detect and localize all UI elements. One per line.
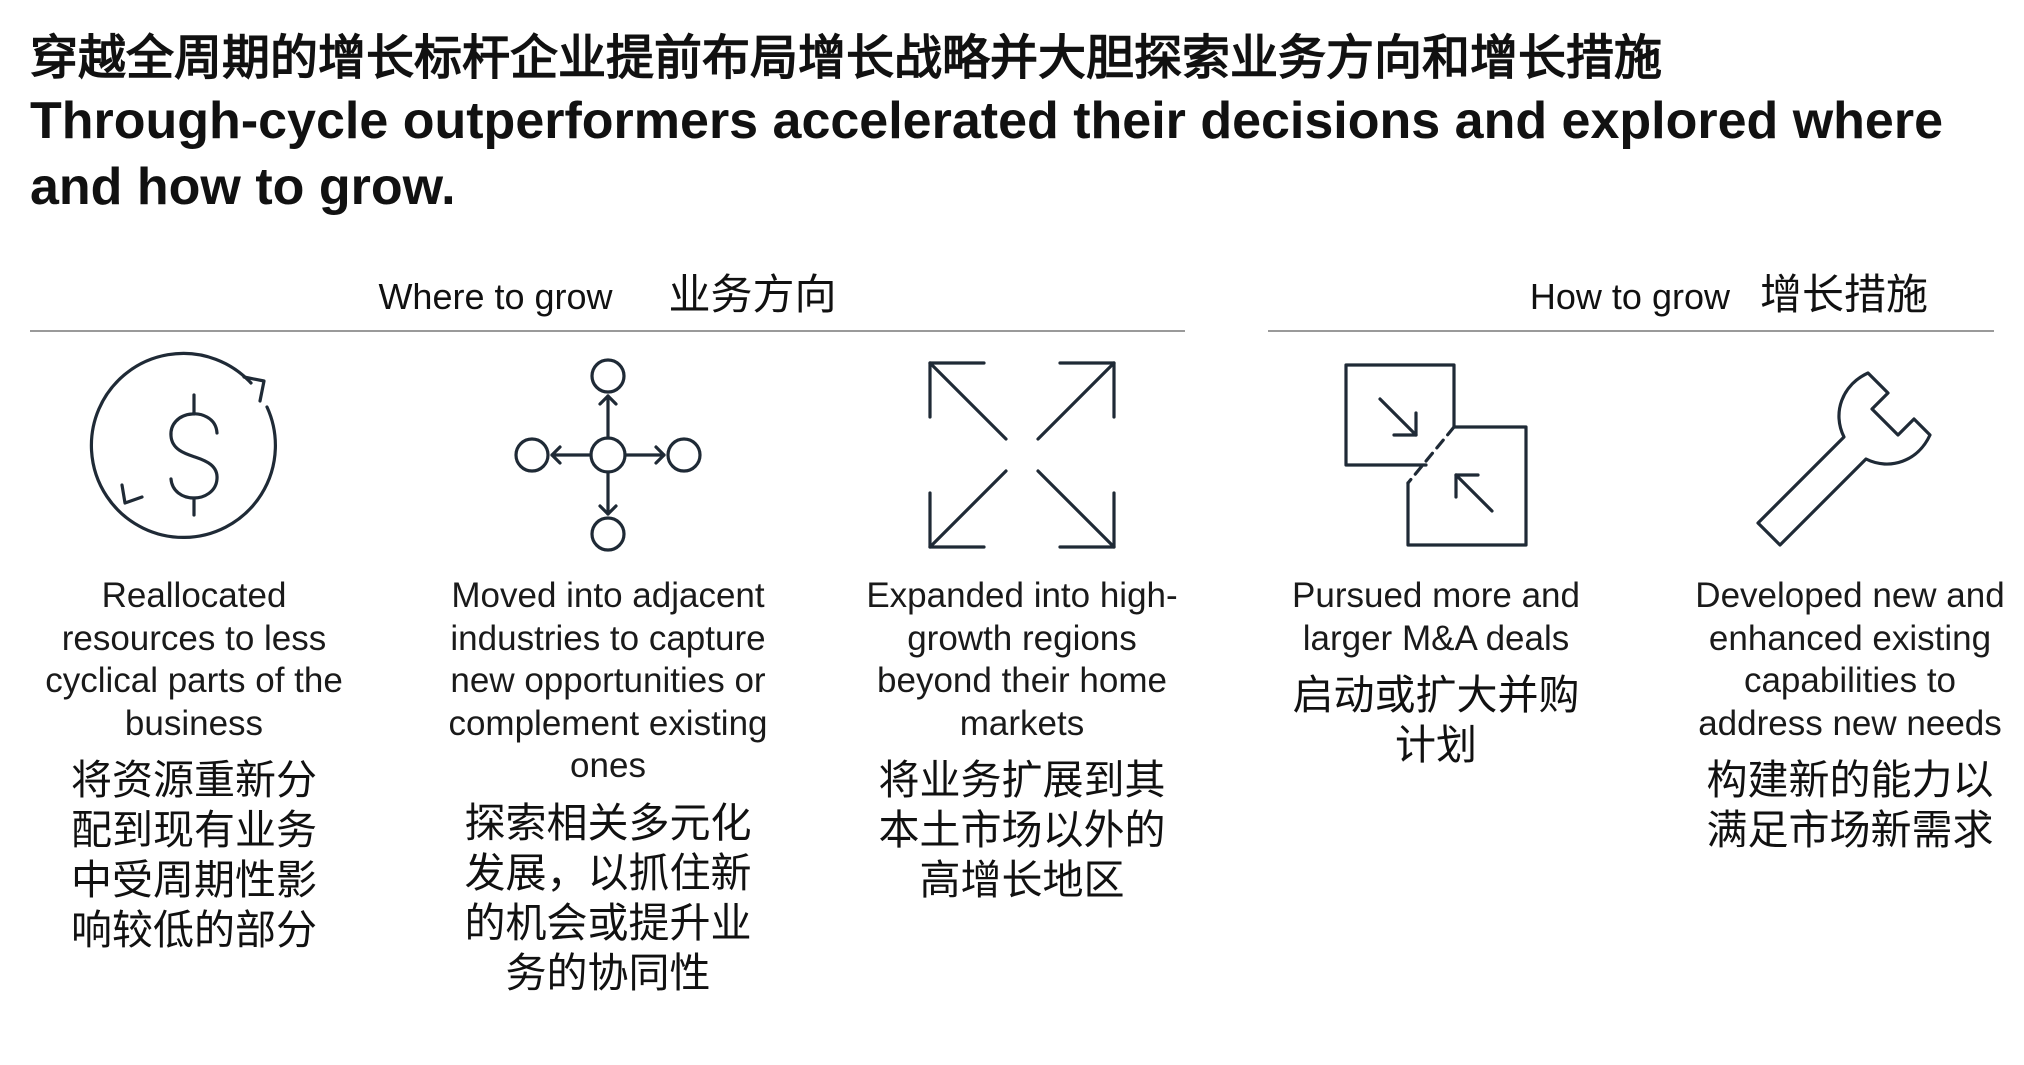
- column-capabilities: Developed new and enhanced existing capa…: [1685, 575, 2015, 855]
- section-label-english: Where to grow: [378, 276, 613, 317]
- section-header-where: Where to grow 业务方向: [30, 272, 1185, 332]
- column-text-chinese: 探索相关多元化发展，以抓住新的机会或提升业务的协同性: [464, 798, 752, 997]
- column-text-chinese: 将资源重新分配到现有业务中受周期性影响较低的部分: [71, 756, 317, 954]
- section-label-english: How to grow: [1529, 276, 1730, 317]
- adjacent-nodes-icon: [508, 355, 708, 555]
- column-text-english: Pursued more and larger M&A deals: [1292, 576, 1580, 658]
- column-expand-regions: Expanded into high-growth regions beyond…: [857, 575, 1187, 905]
- column-text-english: Moved into adjacent industries to captur…: [448, 576, 768, 785]
- title-chinese: 穿越全周期的增长标杆企业提前布局增长战略并大胆探索业务方向和增长措施: [30, 30, 1663, 86]
- column-mna: Pursued more and larger M&A deals 启动或扩大并…: [1271, 575, 1601, 770]
- column-adjacent: Moved into adjacent industries to captur…: [443, 575, 773, 998]
- column-text-chinese: 将业务扩展到其本土市场以外的高增长地区: [878, 756, 1166, 904]
- section-label-chinese: 增长措施: [1759, 270, 1928, 319]
- wrench-icon: [1750, 355, 1950, 555]
- column-text-chinese: 启动或扩大并购计划: [1292, 671, 1580, 769]
- section-header-how: How to grow 增长措施: [1268, 272, 1994, 332]
- column-reallocate: Reallocated resources to less cyclical p…: [29, 575, 359, 955]
- column-text-english: Reallocated resources to less cyclical p…: [45, 576, 343, 743]
- column-text-english: Developed new and enhanced existing capa…: [1695, 576, 2005, 743]
- column-text-chinese: 构建新的能力以满足市场新需求: [1706, 756, 1994, 854]
- section-label-chinese: 业务方向: [668, 270, 837, 319]
- column-text-english: Expanded into high-growth regions beyond…: [866, 576, 1178, 743]
- dollar-cycle-icon: [89, 351, 294, 555]
- expand-arrows-icon: [922, 355, 1122, 555]
- merge-squares-icon: [1336, 355, 1536, 555]
- title-english: Through-cycle outperformers accelerated …: [30, 92, 1944, 216]
